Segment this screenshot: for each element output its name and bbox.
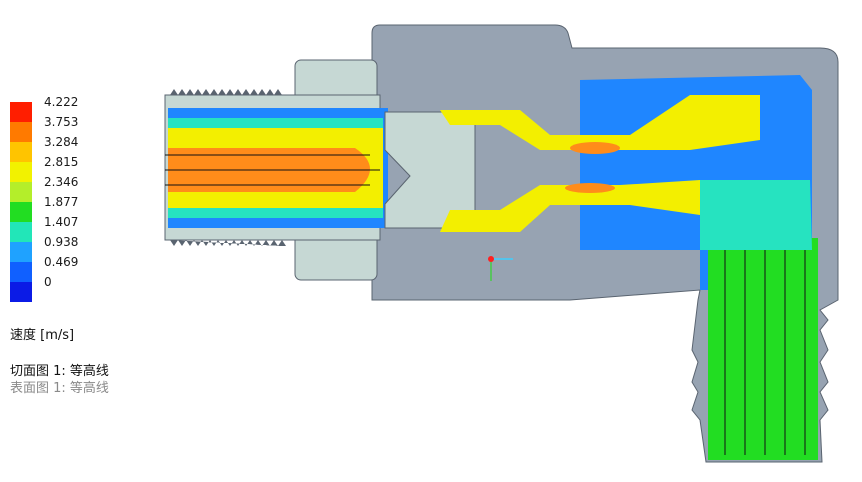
legend-tick-label: 2.346 <box>44 175 79 189</box>
legend-quantity-label: 速度 [m/s] <box>10 328 75 343</box>
inlet-flow-arrows <box>165 154 380 186</box>
lower-channel <box>440 180 760 232</box>
outlet-flow-arrows <box>724 250 806 455</box>
coordinate-triad <box>488 256 513 281</box>
legend-swatch <box>10 242 32 262</box>
legend-swatch <box>10 162 32 182</box>
outlet-flow <box>708 238 818 460</box>
legend-tick-label: 0 <box>44 275 52 289</box>
legend-swatch <box>10 142 32 162</box>
legend-swatch <box>10 222 32 242</box>
legend-tick-label: 0.469 <box>44 255 79 269</box>
legend-swatch <box>10 282 32 302</box>
legend-swatch <box>10 102 32 122</box>
upper-hotspot <box>570 142 620 154</box>
legend-swatch <box>10 202 32 222</box>
legend-tick-label: 1.877 <box>44 195 79 209</box>
legend-tick-label: 3.284 <box>44 135 79 149</box>
legend-tick-label: 3.753 <box>44 115 79 129</box>
surface-plot-label: 表面图 1: 等高线 <box>10 381 109 396</box>
valve-insert <box>384 111 476 229</box>
legend-tick-label: 2.815 <box>44 155 79 169</box>
upper-channel <box>440 95 760 150</box>
legend-swatch <box>10 182 32 202</box>
legend-tick-label: 0.938 <box>44 235 79 249</box>
legend-swatch <box>10 262 32 282</box>
inlet-threads-top <box>170 89 286 246</box>
legend-tick-label: 4.222 <box>44 95 79 109</box>
legend-tick-label: 1.407 <box>44 215 79 229</box>
legend-swatch <box>10 122 32 142</box>
section-plot-label: 切面图 1: 等高线 <box>10 364 109 379</box>
lower-hotspot <box>565 183 615 193</box>
outlet-top-mix <box>700 180 812 250</box>
